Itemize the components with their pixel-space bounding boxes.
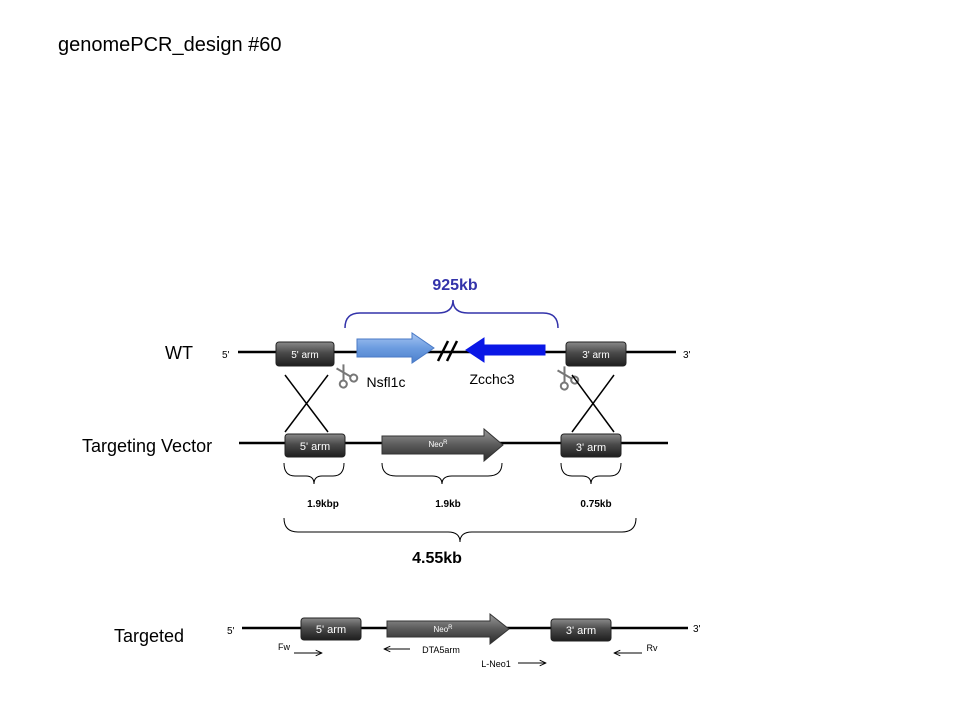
crossover-3arm <box>571 374 615 433</box>
wt-3prime-end: 3' <box>683 350 691 361</box>
span-925kb-bracket <box>344 299 559 329</box>
wt-3arm-label: 3' arm <box>582 350 609 361</box>
primer-fw-label: Fw <box>278 642 290 652</box>
wt-construct: WT 5' 3' 925kb 5' arm 3' arm Nsfl1c Zcch… <box>165 277 691 433</box>
vector-construct: Targeting Vector 5' arm NeoR 3' arm 1.9k… <box>82 427 668 567</box>
neo-size-label: 1.9kb <box>435 499 461 510</box>
targeted-3prime-end: 3' <box>693 624 701 635</box>
vector-5arm-box <box>284 433 346 458</box>
primer-lneo-label: L-Neo1 <box>481 659 511 669</box>
vector-label: Targeting Vector <box>82 436 212 456</box>
vector-5arm-label: 5' arm <box>300 441 330 453</box>
wt-5prime-end: 5' <box>222 350 230 361</box>
arm3-size-brace <box>560 462 622 485</box>
vector-neo-label: NeoR <box>428 440 448 449</box>
zcchc3-gene-label: Zcchc3 <box>469 371 514 387</box>
wt-label: WT <box>165 343 193 363</box>
targeted-neo-label: NeoR <box>433 625 453 634</box>
targeted-construct: Targeted 5' 3' 5' arm NeoR 3' arm Fw DTA… <box>114 612 701 669</box>
crossover-5arm <box>284 374 329 433</box>
vector-neo-cassette <box>381 427 504 463</box>
targeted-label: Targeted <box>114 626 184 646</box>
targeted-3arm-box <box>550 618 612 642</box>
total-size-brace <box>283 517 637 543</box>
arm3-size-label: 0.75kb <box>580 499 611 510</box>
arm5-size-brace <box>283 462 345 485</box>
nsfl1c-gene-label: Nsfl1c <box>367 374 406 390</box>
nsfl1c-gene-arrow <box>356 332 435 364</box>
vector-3arm-box <box>560 433 622 458</box>
targeted-5arm-box <box>300 617 362 641</box>
scissors-icon <box>336 364 359 389</box>
wt-3arm-box <box>565 341 627 367</box>
scissors-icon <box>557 366 580 391</box>
arm5-size-label: 1.9kbp <box>307 499 339 510</box>
targeted-5prime-end: 5' <box>227 626 235 637</box>
primer-rv-label: Rv <box>647 643 658 653</box>
span-925kb-label: 925kb <box>432 277 478 294</box>
total-size-label: 4.55kb <box>412 550 462 567</box>
targeted-neo-cassette <box>386 612 510 646</box>
primer-dta-label: DTA5arm <box>422 645 460 655</box>
page-title: genomePCR_design #60 <box>58 34 282 56</box>
wt-5arm-box <box>275 341 335 367</box>
double-slash-break-icon <box>436 340 459 362</box>
wt-5arm-label: 5' arm <box>291 350 318 361</box>
targeted-5arm-label: 5' arm <box>316 624 346 636</box>
neo-size-brace <box>381 462 503 485</box>
targeted-3arm-label: 3' arm <box>566 625 596 637</box>
vector-3arm-label: 3' arm <box>576 442 606 454</box>
zcchc3-gene-arrow <box>465 337 546 363</box>
